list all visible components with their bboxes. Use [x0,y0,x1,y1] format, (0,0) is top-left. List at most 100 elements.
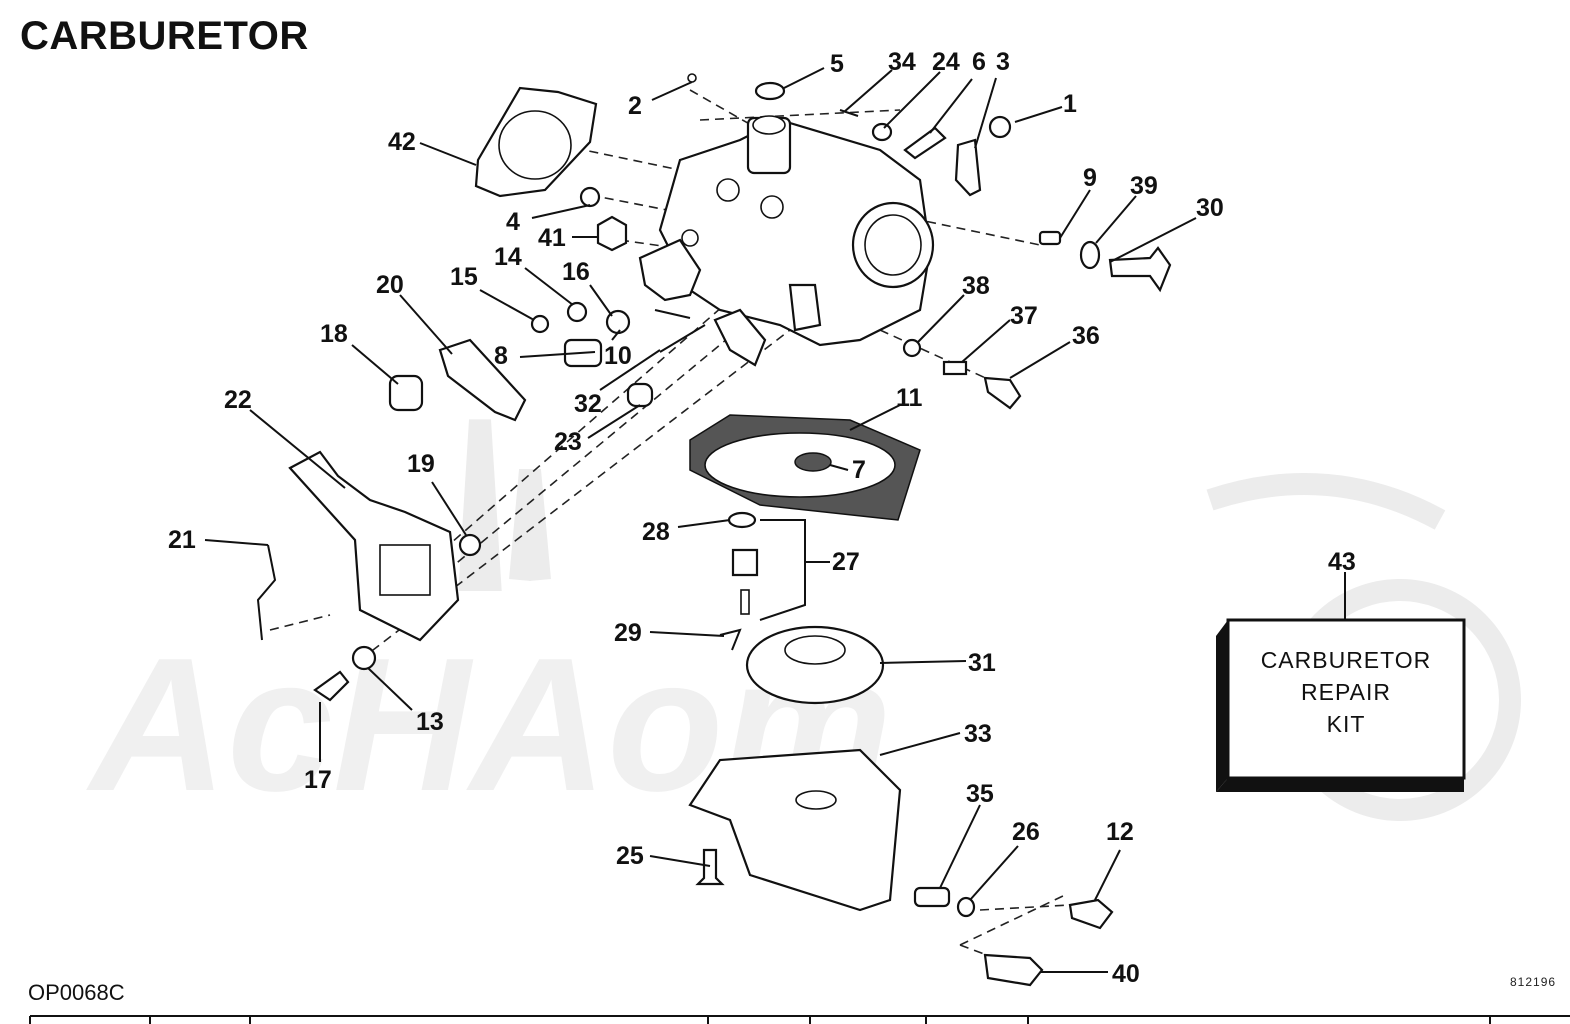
inlet-seat [731,548,759,577]
callout-25: 25 [616,842,644,870]
callout-10: 10 [604,342,632,370]
leader [479,289,535,321]
boss-hole [760,195,784,219]
parts [256,73,1172,987]
leader [961,319,1011,363]
leader [929,78,973,134]
float-top [784,635,846,665]
leader [1095,195,1137,244]
leader [649,855,711,867]
axis-line [699,109,901,121]
callout-23: 23 [554,428,582,456]
leader-lines [204,67,1346,973]
needle-washer [727,511,757,529]
main-jet-fitting [983,953,1044,987]
leader [351,344,399,385]
leader [1014,106,1063,123]
callout-30: 30 [1196,194,1224,222]
leader [651,81,693,101]
leader [419,142,477,166]
callout-38: 38 [962,272,990,300]
kit-label-line-1: CARBURETOR [1261,647,1432,673]
callout-27: 27 [832,548,860,576]
diagram-code: OP0068C [28,980,125,1005]
roll-pin [839,109,859,117]
side-lever [788,283,822,332]
throttle-lever [438,338,527,422]
callout-4: 4 [506,208,520,236]
callout-40: 40 [1112,960,1140,988]
carburetor-housing [658,118,932,347]
callout-5: 5 [830,50,844,78]
axis-line [419,299,731,571]
needle-clip [719,628,742,651]
inlet-opening [752,115,786,135]
drawing-number: 812196 [1510,975,1557,989]
leader [649,631,725,637]
leader [783,67,825,89]
leader [883,71,941,129]
choke-bracket [288,450,460,642]
callout-42: 42 [388,128,416,156]
callout-34: 34 [888,48,916,76]
callout-9: 9 [1083,164,1097,192]
welch-plug [754,81,786,101]
axis-line [269,614,331,631]
leader [587,404,641,439]
kit-label-line-2: REPAIR [1301,679,1391,705]
leader [611,329,621,341]
screw [530,314,550,334]
leader [969,845,1019,901]
table-header-stub [29,1015,1570,1024]
callout-35: 35 [966,780,994,808]
idle-jet [1038,230,1062,246]
hex-nut [596,215,628,252]
bracket-window [379,544,431,596]
leader [431,481,467,536]
callout-32: 32 [574,390,602,418]
leader [677,519,731,528]
washer [458,533,482,557]
gasket-washer [1079,240,1101,270]
kit-box-bottom [1216,778,1464,792]
callout-18: 18 [320,320,348,348]
callout-36: 36 [1072,322,1100,350]
leader [204,539,269,546]
needle-valve [983,376,1022,410]
callout-15: 15 [450,263,478,291]
cam-plate [713,308,767,367]
wire-spring [256,544,277,641]
float-bowl [688,748,902,912]
bowl-post [795,790,837,810]
washer [566,301,588,323]
callout-33: 33 [964,720,992,748]
repair-kit: 43 CARBURETOR REPAIR KIT [1216,548,1466,792]
page-title: CARBURETOR [20,14,309,58]
callout-numbers: 1 2 3 4 5 6 7 8 9 10 11 12 13 14 15 16 1… [168,48,1224,988]
watermark-arc [1206,473,1446,530]
screw [313,670,350,702]
callout-13: 13 [416,708,444,736]
leader [917,294,965,343]
leader [589,284,613,317]
carburetor-body [638,115,935,367]
spring [942,360,968,376]
leader [519,351,596,358]
callout-16: 16 [562,258,590,286]
bracket [954,138,982,197]
bowl-ring [794,452,832,472]
callout-6: 6 [972,48,986,76]
callout-19: 19 [407,450,435,478]
lock-nut [988,115,1012,139]
watermark-tower [458,419,551,591]
throat-inner [864,214,922,276]
callout-3: 3 [996,48,1010,76]
gasket-opening [498,110,572,180]
float [745,625,885,705]
inlet-needle [740,589,750,615]
leader [974,77,997,149]
axis-line [879,329,991,381]
callout-22: 22 [224,386,252,414]
leader [1059,189,1091,239]
